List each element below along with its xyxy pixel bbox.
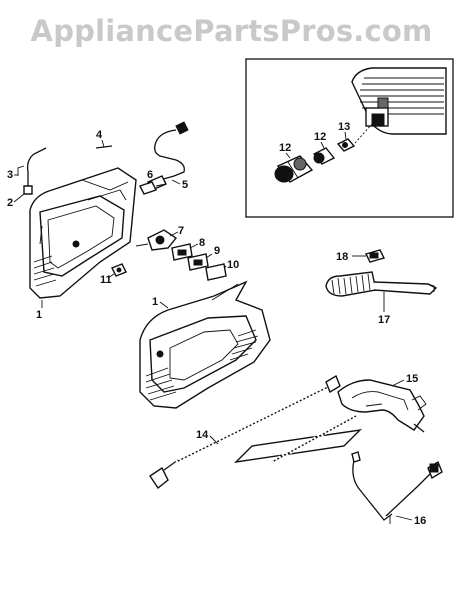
part-16-lance [351, 451, 443, 524]
part-1-left-housing [29, 167, 137, 299]
callout-16: 16 [414, 515, 426, 527]
inset-frame [245, 58, 454, 218]
callout-15: 15 [406, 373, 418, 385]
part-8-plate [171, 243, 193, 261]
callout-5: 5 [182, 179, 188, 191]
callout-12a: 12 [279, 142, 291, 154]
callout-1b: 1 [152, 296, 158, 308]
part-12-coupler [274, 155, 314, 183]
callout-10: 10 [227, 259, 239, 271]
callout-3: 3 [7, 169, 13, 181]
part-7-switch [135, 229, 178, 251]
part-17-brush [325, 271, 438, 297]
part-13-nipple [336, 138, 356, 152]
part-15-spray-gun [337, 379, 427, 433]
callout-1a: 1 [36, 309, 42, 321]
callout-9: 9 [214, 245, 220, 257]
part-1-right-housing [139, 280, 271, 409]
part-11-screw [111, 263, 127, 277]
part-9-plate [187, 253, 209, 271]
callout-2: 2 [7, 197, 13, 209]
callout-4: 4 [96, 129, 103, 141]
callout-11: 11 [100, 274, 112, 286]
callout-14: 14 [196, 429, 209, 441]
callout-17: 17 [378, 314, 390, 326]
part-6-fitting [139, 181, 167, 195]
part-12-fitting [312, 147, 336, 165]
part-14-hose [149, 374, 362, 490]
callout-6: 6 [147, 169, 153, 181]
callout-13: 13 [338, 121, 350, 133]
callout-labels: 4 3 2 1 6 5 7 8 9 10 11 1 18 17 15 14 16 [7, 129, 426, 527]
callout-7: 7 [178, 225, 184, 237]
callout-18: 18 [336, 251, 348, 263]
inset-detail: 12 12 13 [245, 58, 454, 218]
callout-12b: 12 [314, 131, 326, 143]
part-10-plate [205, 263, 227, 281]
watermark-text: AppliancePartsPros.com [30, 14, 433, 48]
pump-housing-detail [351, 67, 447, 135]
part-2-3-hook [17, 147, 47, 195]
callout-8: 8 [199, 237, 205, 249]
part-18-nozzle [364, 249, 386, 263]
